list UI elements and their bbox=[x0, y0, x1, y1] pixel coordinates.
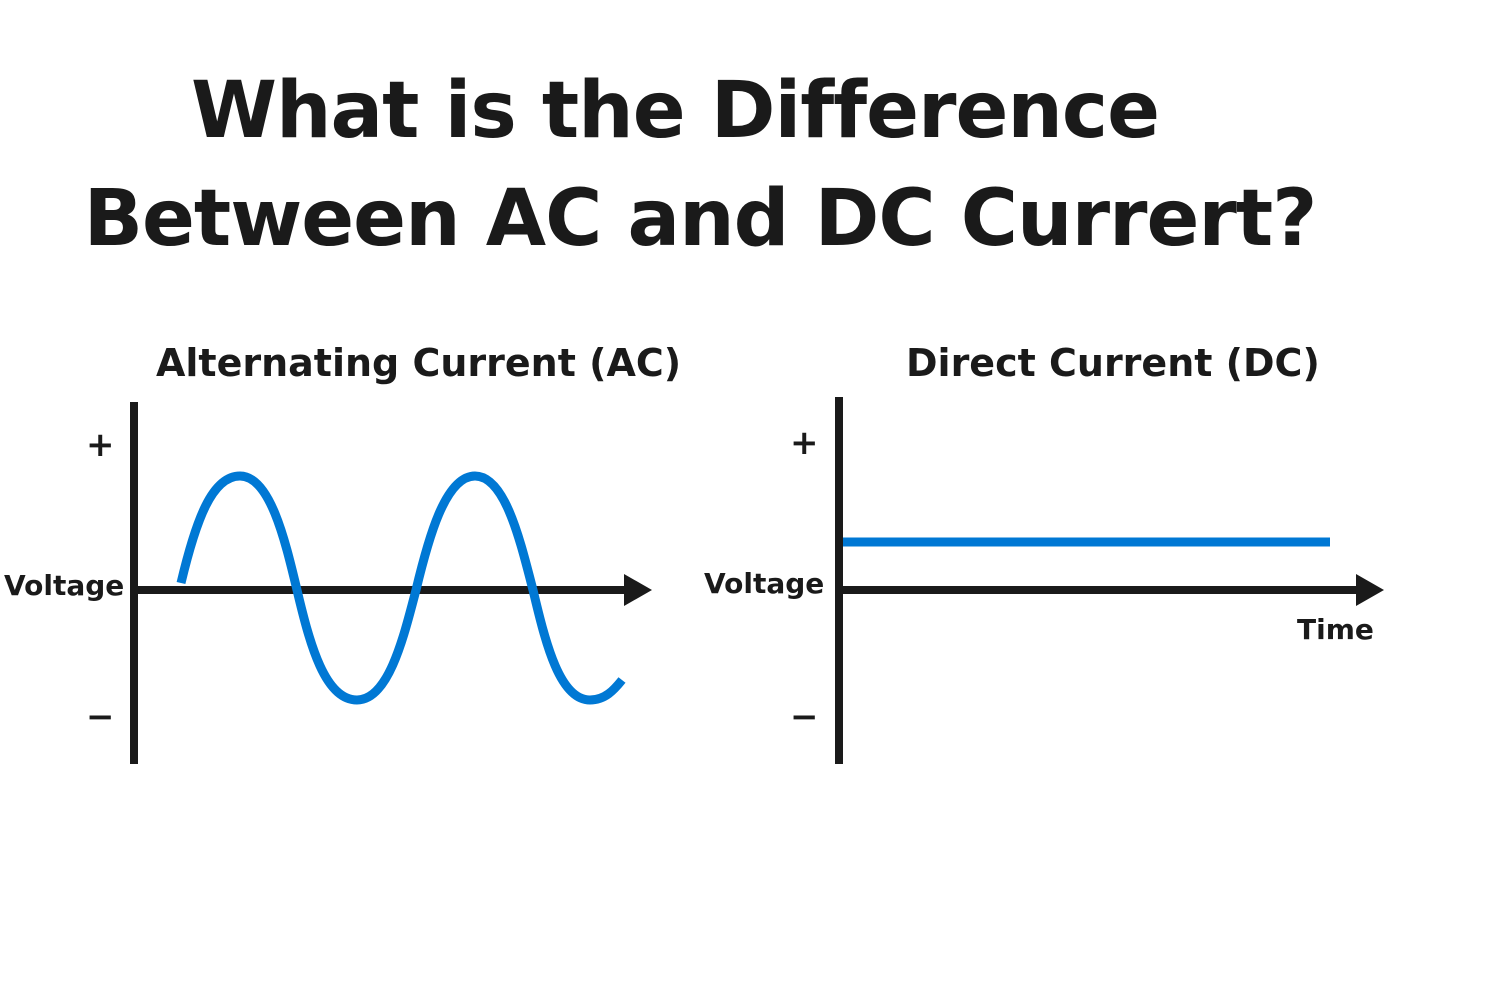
ac-sine-wave bbox=[176, 471, 626, 705]
dc-minus-sign: − bbox=[790, 697, 819, 737]
dc-axes bbox=[835, 397, 1384, 764]
dc-x-arrow-icon bbox=[1356, 574, 1384, 606]
dc-x-axis-label: Time bbox=[1297, 613, 1374, 646]
page-title-line-1: What is the Difference bbox=[190, 66, 1160, 156]
page-title-line-2: Between AC and DC Currert? bbox=[83, 174, 1318, 264]
ac-y-axis-label: Voltage bbox=[4, 569, 125, 602]
ac-minus-sign: − bbox=[86, 697, 115, 737]
dc-y-axis-label: Voltage bbox=[704, 567, 825, 600]
dc-panel-title: Direct Current (DC) bbox=[906, 341, 1320, 385]
ac-x-arrow-icon bbox=[624, 574, 652, 606]
ac-plus-sign: + bbox=[86, 425, 115, 465]
ac-panel-title: Alternating Current (AC) bbox=[156, 341, 682, 385]
ac-axes bbox=[130, 402, 652, 764]
dc-plus-sign: + bbox=[790, 423, 819, 463]
